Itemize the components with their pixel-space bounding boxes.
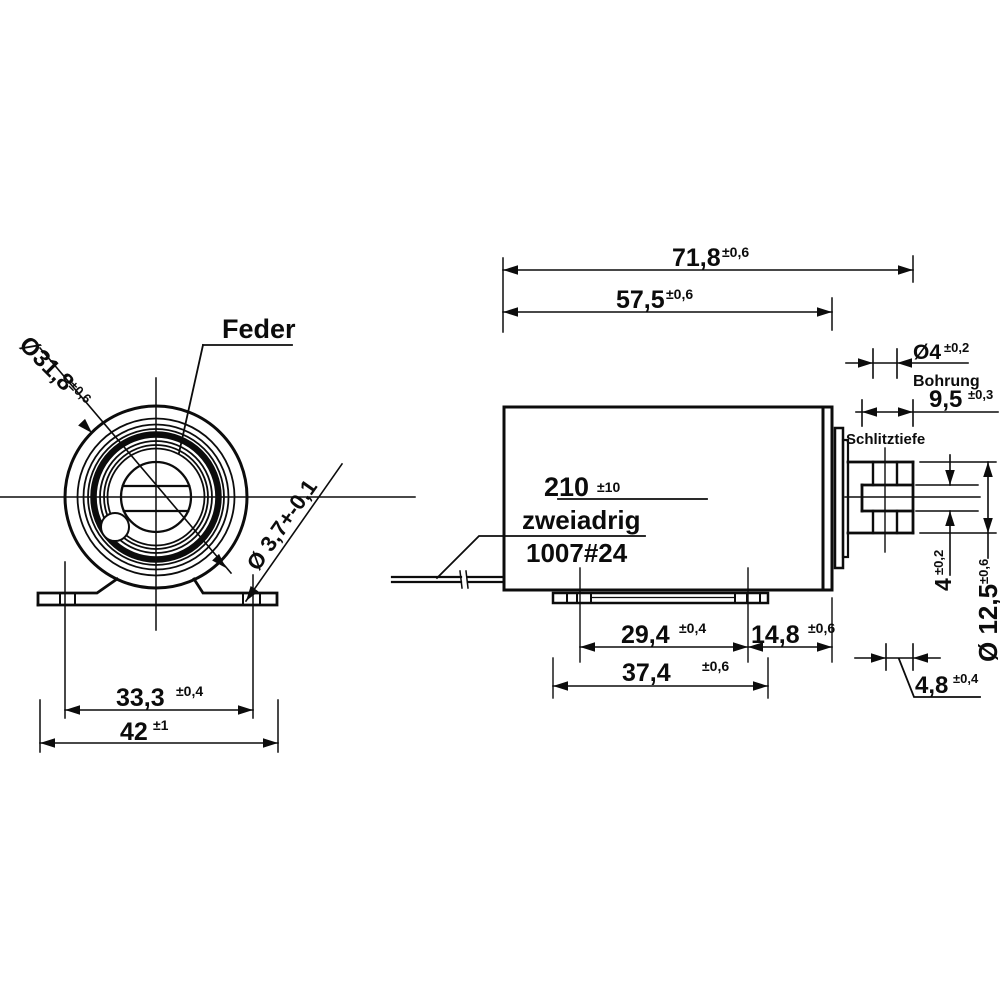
lead-wires <box>390 570 506 589</box>
dim-42-value: 42 <box>120 718 148 746</box>
schlitztiefe-label: Schlitztiefe <box>846 431 925 448</box>
dim-57-value: 57,5 <box>616 286 665 314</box>
dim-slot-depth-value: 9,5 <box>929 386 962 413</box>
mounting-bracket-front <box>36 577 279 607</box>
mounting-bracket-side <box>551 591 770 605</box>
dim-42-tol: ±1 <box>153 717 169 733</box>
dim-cross-hole-tol: ±0,2 <box>944 340 969 355</box>
dim-bracket-hole-leader <box>242 462 344 604</box>
dim-33-value: 33,3 <box>116 684 165 712</box>
spring-end-loop <box>100 512 130 542</box>
coil-note-value: 210 <box>544 472 589 502</box>
dim-37-tol: ±0,6 <box>702 658 729 674</box>
zweiadrig-label: zweiadrig <box>522 505 640 535</box>
solenoid-body <box>502 405 834 592</box>
dim-bracket-length <box>552 681 769 691</box>
dim-slot-width-tol: ±0,2 <box>931 550 946 575</box>
dim-slot-depth <box>855 399 999 427</box>
dim-48-value: 4,8 <box>915 672 948 699</box>
bohrung-label: Bohrung <box>913 373 980 390</box>
dim-plunger-dia-value: Ø 12,5 <box>973 584 1000 662</box>
dim-71-value: 71,8 <box>672 244 721 272</box>
dim-33-tol: ±0,4 <box>176 683 203 699</box>
dim-37-value: 37,4 <box>622 659 671 687</box>
plunger <box>846 460 915 535</box>
dim-hole-to-end <box>854 643 981 698</box>
front-view <box>0 343 416 753</box>
dim-total-length <box>502 255 914 333</box>
dim-29-tol: ±0,4 <box>679 620 706 636</box>
dim-48-tol: ±0,4 <box>953 671 979 686</box>
dim-outer-dia <box>38 346 233 575</box>
dim-14-tol: ±0,6 <box>808 620 835 636</box>
dim-plunger-dia-tol: ±0,6 <box>976 559 991 584</box>
spring-rings <box>63 404 249 590</box>
dim-slot-depth-tol: ±0,3 <box>968 387 993 402</box>
dim-hole-center-spacing <box>579 642 833 652</box>
dim-71-tol: ±0,6 <box>722 244 749 260</box>
dim-14-value: 14,8 <box>751 621 800 649</box>
spring-thick-ring <box>90 431 222 563</box>
dim-cross-hole-value: Ø4 <box>913 341 941 364</box>
dim-cross-hole <box>845 348 969 379</box>
side-view <box>390 255 999 699</box>
feder-leader <box>177 343 293 455</box>
dim-bracket-width <box>39 699 279 753</box>
wire-type-label: 1007#24 <box>526 538 628 568</box>
feder-label: Feder <box>222 314 296 344</box>
dim-slot-width <box>915 454 979 576</box>
dim-57-tol: ±0,6 <box>666 286 693 302</box>
dim-plunger-dia <box>919 461 997 559</box>
plunger-bore <box>119 460 193 534</box>
dim-body-length <box>502 297 833 331</box>
coil-note-tol: ±10 <box>597 479 620 495</box>
dim-slot-width-value: 4 <box>930 578 956 591</box>
zweiadrig-leader <box>435 535 646 580</box>
dim-29-value: 29,4 <box>621 621 670 649</box>
dim-hole-spacing <box>64 561 254 719</box>
